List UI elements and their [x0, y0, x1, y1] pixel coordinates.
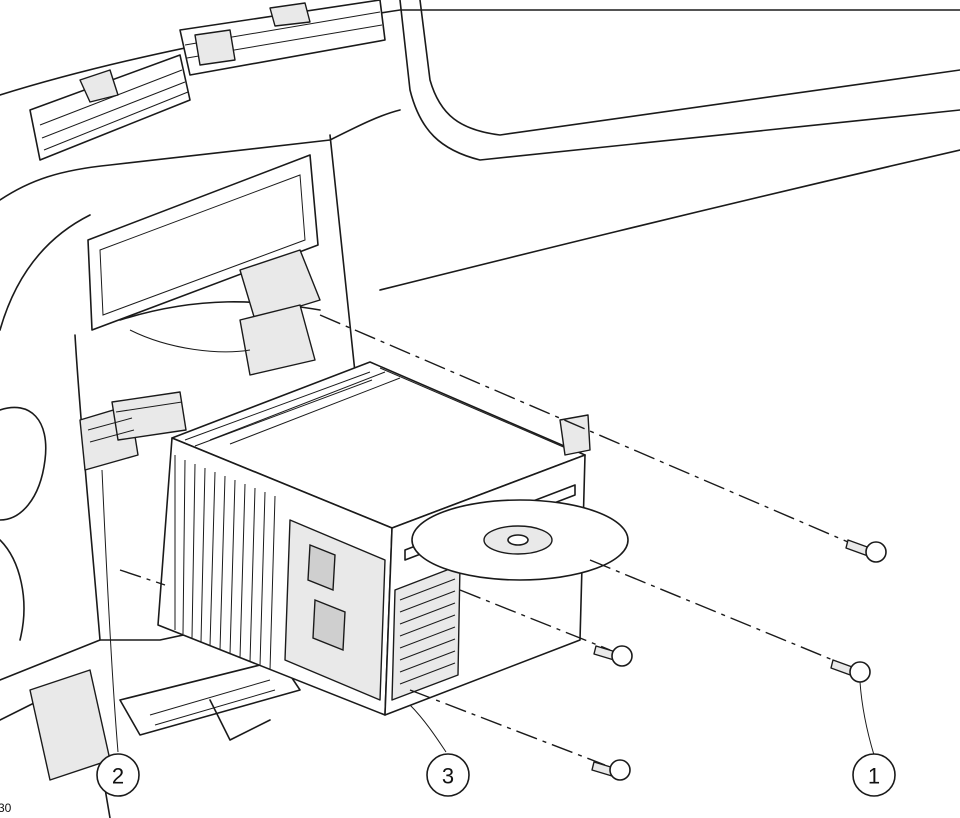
figure-reference: 30	[0, 801, 12, 815]
screw	[591, 759, 631, 781]
wiring-connector	[79, 391, 187, 471]
callout-3: 3	[426, 753, 470, 797]
display-screen	[87, 154, 319, 331]
callout-1-label: 1	[868, 764, 880, 789]
screw	[845, 539, 887, 563]
radio-cd-unit	[157, 361, 629, 716]
air-vent-right	[179, 0, 386, 76]
alignment-lines	[119, 314, 856, 766]
leader-lines	[101, 469, 875, 756]
callout-1: 1	[852, 753, 896, 797]
screw	[830, 659, 871, 683]
callout-2: 2	[96, 753, 140, 797]
center-stack-opening	[74, 134, 361, 641]
lower-console	[0, 406, 301, 818]
air-vent-left	[29, 54, 191, 161]
callout-3-label: 3	[442, 764, 454, 789]
callout-2-label: 2	[112, 764, 124, 789]
screw	[593, 645, 633, 667]
